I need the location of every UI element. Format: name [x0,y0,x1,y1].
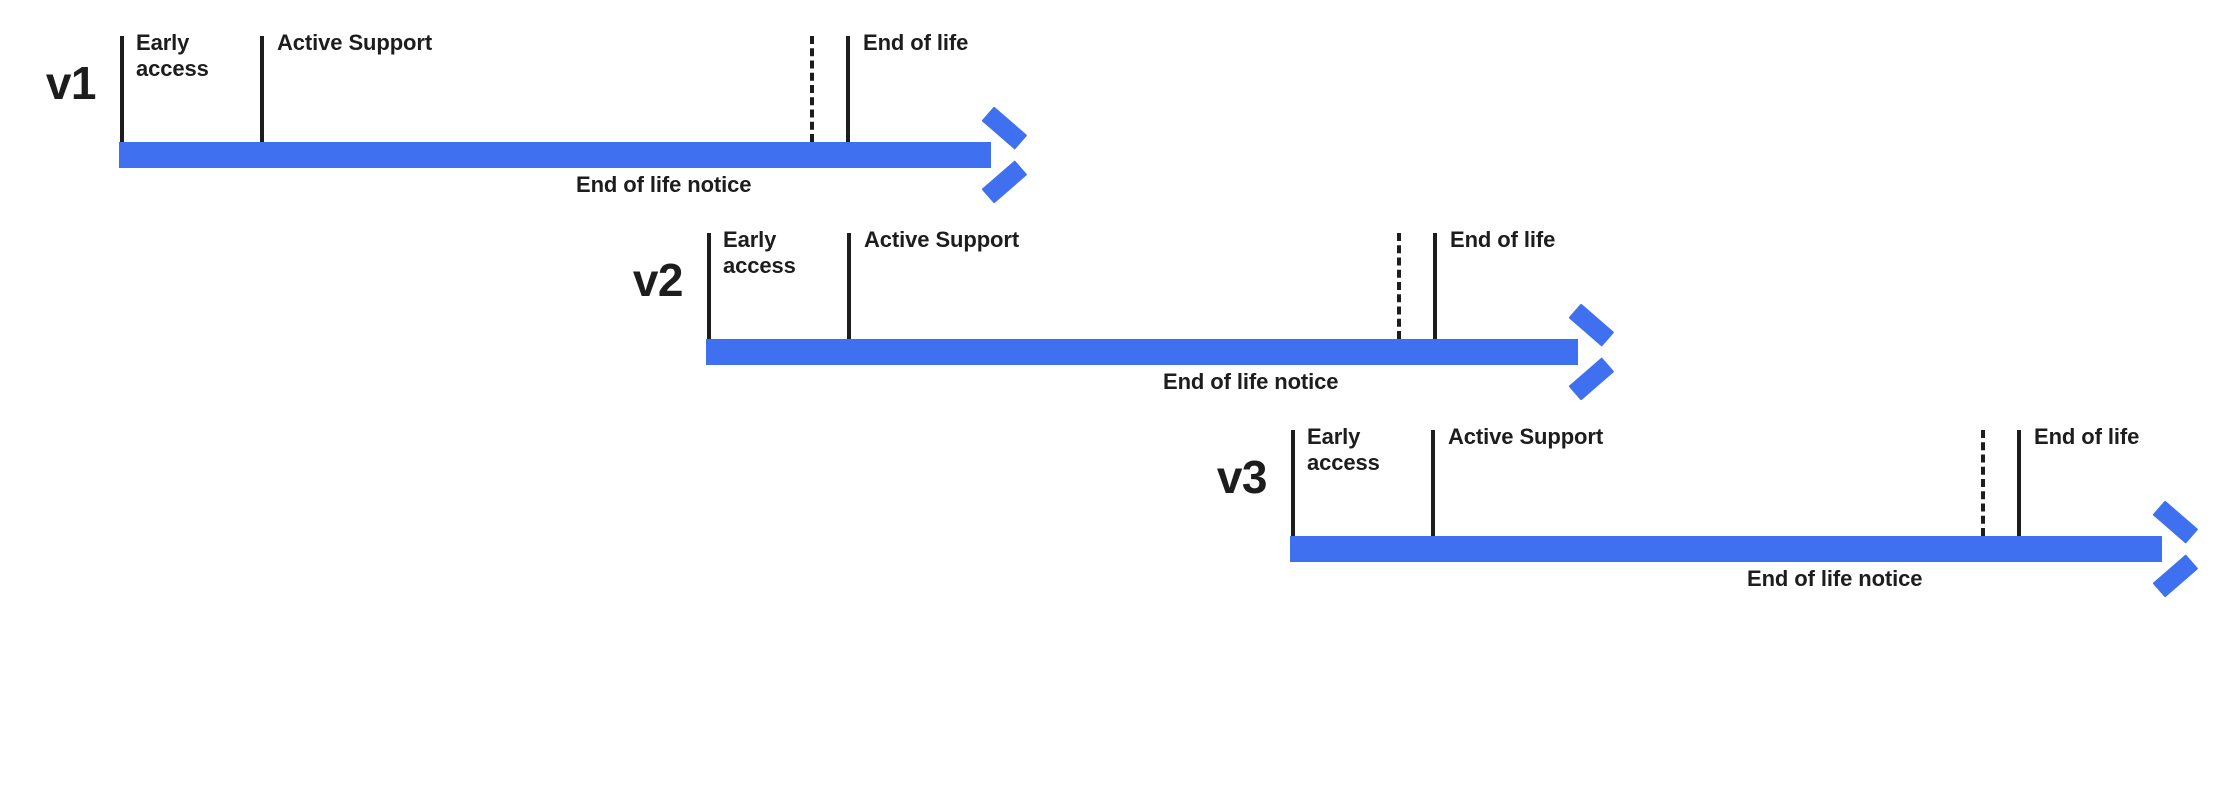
version-label-v3: v3 [1216,451,1268,503]
timeline-bar-shaft-v3 [1290,536,2162,562]
phase-label-end-of-life-v2: End of life [1450,227,1556,252]
end-of-life-notice-label-v2: End of life notice [1163,369,1339,394]
end-of-life-notice-divider-v3 [1981,430,1985,536]
lifecycle-track-v3: Early access Active Support End of life … [1290,418,2217,648]
phase-divider-active-support-start-v2 [847,233,851,339]
phase-divider-end-of-life-start-v3 [2017,430,2021,536]
phase-label-early-access-v2: Early access [723,227,796,278]
phase-divider-early-access-start-v1 [120,36,124,142]
end-of-life-notice-divider-v2 [1397,233,1401,339]
end-of-life-notice-label-v3: End of life notice [1747,566,1923,591]
lifecycle-track-v2: Early access Active Support End of life … [706,221,1633,451]
phase-divider-early-access-start-v2 [707,233,711,339]
version-label-v1: v1 [45,57,97,109]
phase-divider-end-of-life-start-v1 [846,36,850,142]
phase-label-active-support-v3: Active Support [1448,424,1604,449]
timeline-bar-shaft-v1 [119,142,991,168]
phase-label-end-of-life-v1: End of life [863,30,969,55]
end-of-life-notice-label-v1: End of life notice [576,172,752,197]
phase-divider-active-support-start-v3 [1431,430,1435,536]
timeline-bar-shaft-v2 [706,339,1578,365]
phase-label-early-access-v3: Early access [1307,424,1380,475]
version-label-v2: v2 [632,254,684,306]
phase-label-active-support-v1: Active Support [277,30,433,55]
phase-label-early-access-v1: Early access [136,30,209,81]
phase-divider-early-access-start-v3 [1291,430,1295,536]
lifecycle-track-v1: Early access Active Support End of life … [119,24,1046,254]
phase-label-active-support-v2: Active Support [864,227,1020,252]
phase-label-end-of-life-v3: End of life [2034,424,2140,449]
timeline-arrow-head-v2 [1566,303,1622,401]
timeline-arrow-head-v1 [979,106,1035,204]
timeline-arrow-head-v3 [2150,500,2206,598]
end-of-life-notice-divider-v1 [810,36,814,142]
phase-divider-active-support-start-v1 [260,36,264,142]
phase-divider-end-of-life-start-v2 [1433,233,1437,339]
